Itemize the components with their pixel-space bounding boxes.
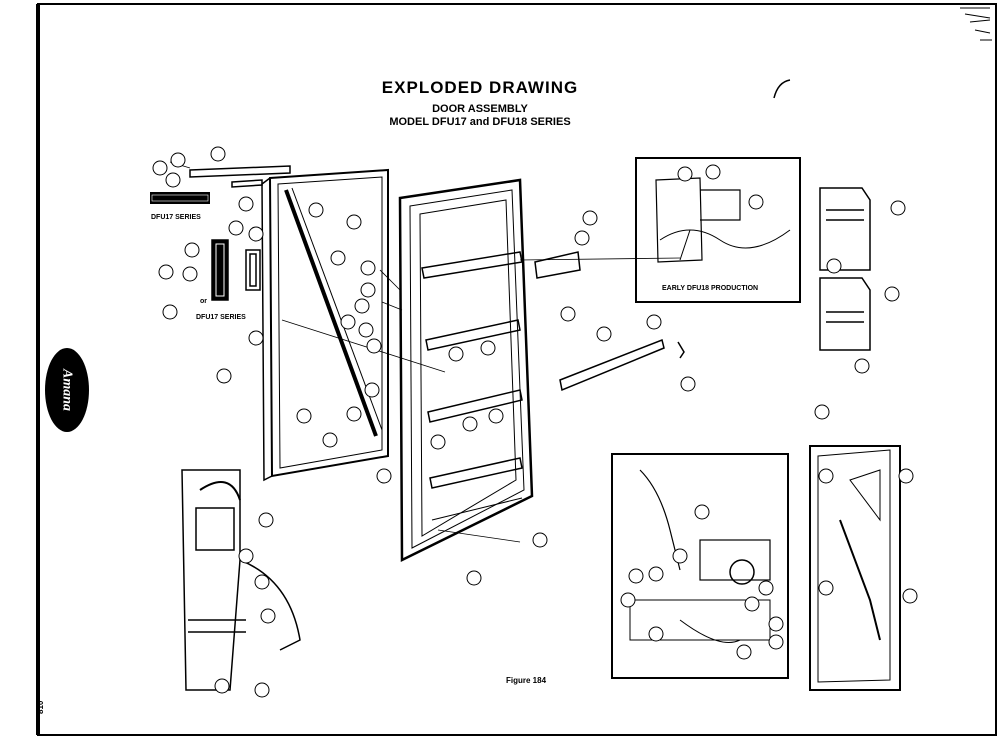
inset-bottom-hinge (181, 469, 301, 691)
amana-logo: Amana (45, 348, 89, 432)
inner-door-liner (398, 178, 534, 563)
shelf-bar (534, 251, 685, 392)
inset-early-production (635, 157, 801, 303)
nameplate (150, 192, 210, 204)
label-dfu17-series: DFU17 SERIES (151, 214, 201, 221)
label-dfu17-series-alt: DFU17 SERIES (196, 314, 246, 321)
corner-speckle (960, 7, 992, 41)
label-early-production: EARLY DFU18 PRODUCTION (662, 285, 759, 292)
page-margin-number: 810 (36, 700, 45, 714)
leader-lines (169, 161, 681, 543)
inset-switch (611, 453, 789, 679)
brand-text: Amana (60, 368, 75, 411)
inset-hinge-top (819, 187, 871, 351)
door-handle-parts (211, 239, 261, 301)
part-callouts (152, 146, 918, 698)
diagram-subtitle-model: MODEL DFU17 and DFU18 SERIES (389, 116, 571, 128)
figure-caption: Figure 184 (506, 676, 547, 685)
diagram-subtitle-assembly: DOOR ASSEMBLY (432, 103, 528, 115)
inset-door-closer (809, 445, 901, 691)
top-trim-strip (189, 165, 291, 188)
label-or: or (200, 298, 207, 305)
diagram-title: EXPLODED DRAWING (381, 78, 579, 97)
page-border (37, 3, 997, 736)
pencil-mark (773, 79, 791, 99)
outer-door-panel (261, 168, 389, 482)
